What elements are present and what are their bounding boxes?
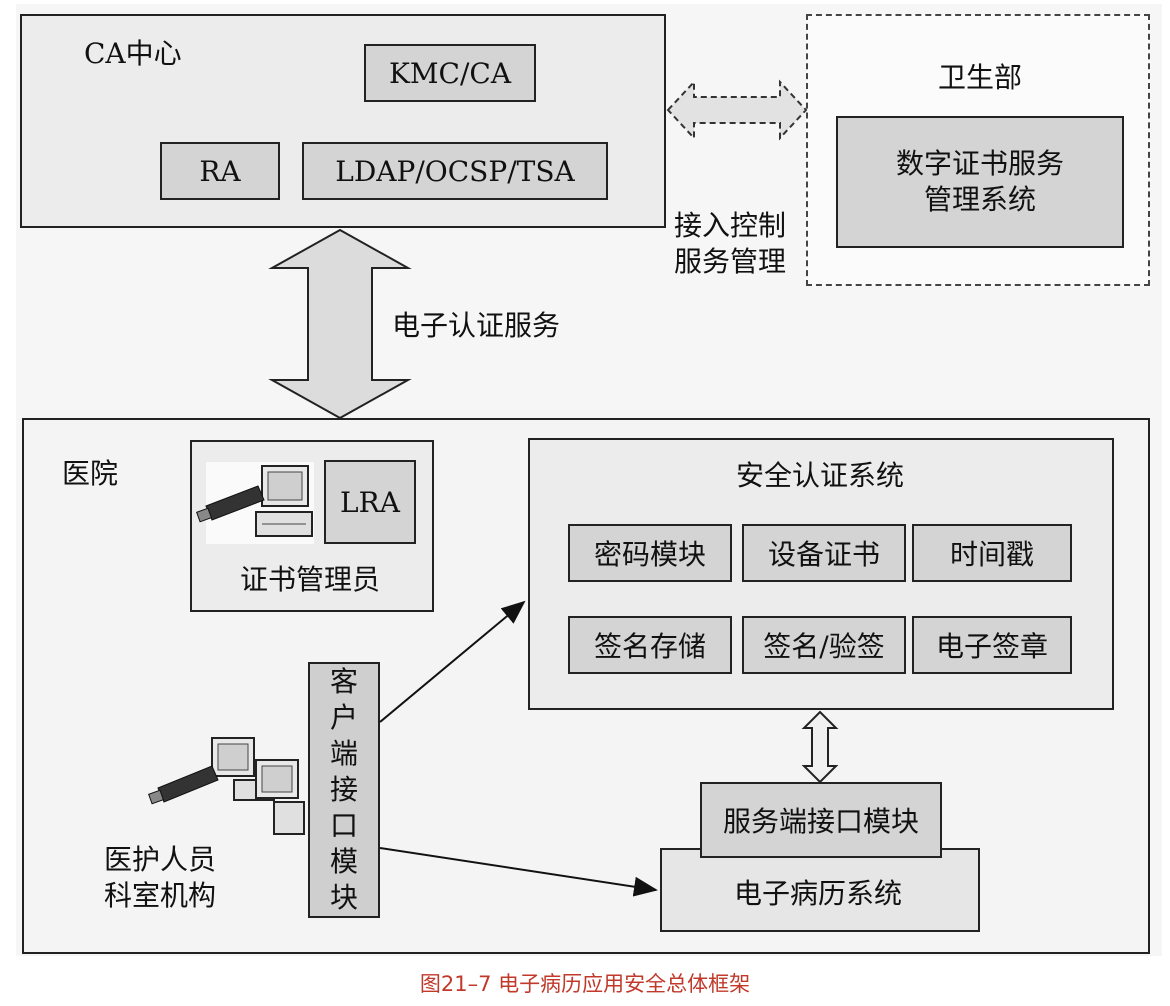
- computer-usb-key-icon: [196, 462, 314, 544]
- access-control-arrow: [666, 79, 808, 141]
- ministry-title: 卫生部: [938, 61, 1023, 94]
- signature-storage-module: 签名存储: [568, 616, 732, 674]
- e-seal-module: 电子签章: [912, 616, 1072, 674]
- hospital-title: 医院: [62, 457, 119, 490]
- ca-center-title: CA中心: [84, 37, 182, 70]
- ra-module: RA: [160, 142, 280, 200]
- emr-system-label: 电子病历系统: [734, 877, 903, 910]
- client-char: 口: [329, 809, 358, 842]
- client-char: 块: [329, 881, 358, 914]
- auth-service-arrow: [268, 228, 412, 420]
- lra-module: LRA: [324, 460, 416, 544]
- certificate-service-system: 数字证书服务 管理系统: [836, 116, 1124, 248]
- figure-caption: 图21–7 电子病历应用安全总体框架: [419, 972, 751, 996]
- access-control-label: 接入控制 服务管理: [674, 209, 787, 278]
- auth-service-label: 电子认证服务: [392, 309, 561, 342]
- kmc-ca-module: KMC/CA: [364, 44, 536, 102]
- client-to-emr-arrow: [379, 847, 658, 897]
- client-char: 接: [329, 773, 358, 806]
- staff-computers-usb-icon: [148, 737, 305, 835]
- sign-verify-module: 签名/验签: [742, 616, 906, 674]
- client-interface-module: 客 户 端 接 口 模 块: [308, 662, 380, 918]
- crypto-module: 密码模块: [568, 524, 732, 582]
- cert-admin-label: 证书管理员: [240, 563, 381, 596]
- security-server-arrow: [801, 710, 839, 784]
- client-char: 模: [329, 845, 358, 878]
- client-char: 客: [329, 665, 358, 698]
- client-to-security-arrow: [379, 600, 526, 723]
- server-interface-module: 服务端接口模块: [700, 782, 942, 858]
- security-system-title: 安全认证系统: [736, 459, 905, 492]
- medical-staff-label: 医护人员 科室机构: [104, 843, 217, 912]
- device-cert-module: 设备证书: [742, 524, 906, 582]
- client-char: 户: [329, 701, 358, 734]
- ldap-ocsp-tsa-module: LDAP/OCSP/TSA: [302, 142, 608, 200]
- timestamp-module: 时间戳: [912, 524, 1072, 582]
- client-char: 端: [329, 737, 358, 770]
- emr-system-box: 电子病历系统: [660, 848, 980, 932]
